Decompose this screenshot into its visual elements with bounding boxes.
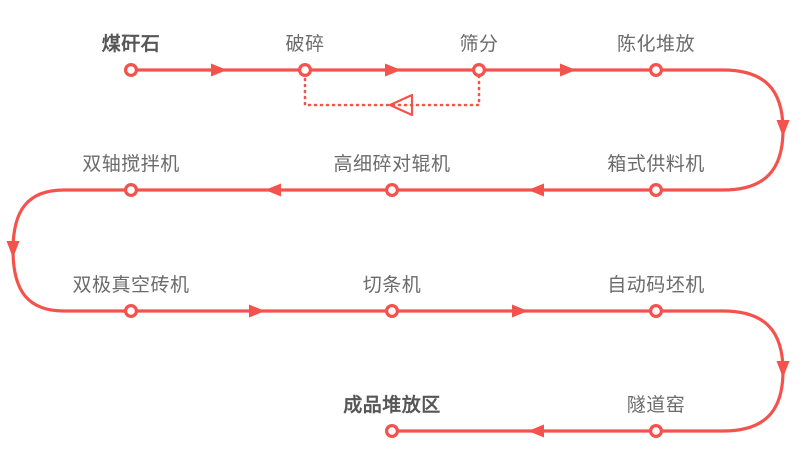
node-circle-n5[interactable] [648, 183, 663, 198]
node-circle-n11[interactable] [648, 424, 663, 439]
node-label-n1: 煤矸石 [101, 33, 161, 55]
feedback-loop-path [303, 74, 481, 107]
node-circle-n9[interactable] [385, 304, 400, 319]
node-circle-n10[interactable] [648, 304, 663, 319]
node-circle-n3[interactable] [472, 62, 487, 77]
node-label-n6: 高细碎对辊机 [333, 153, 451, 175]
node-circle-n7[interactable] [123, 183, 138, 198]
arrowhead-down-uturn-right-top [776, 120, 790, 137]
node-label-n7: 双轴搅拌机 [82, 153, 180, 175]
node-label-n11: 隧道窑 [626, 394, 686, 416]
feedback-loop-arrowhead [388, 93, 414, 117]
arrowhead-right-row3-b [512, 304, 528, 318]
arrowhead-right-row1-c [560, 63, 576, 77]
node-label-n4: 陈化堆放 [616, 33, 696, 55]
arrowhead-down-uturn-left [6, 241, 20, 258]
arrowhead-left-row2-b [265, 183, 281, 197]
arrowhead-down-uturn-right-bottom [776, 361, 790, 378]
node-label-n8: 双极真空砖机 [72, 274, 190, 296]
node-circle-n8[interactable] [123, 304, 138, 319]
node-label-n3: 筛分 [459, 33, 499, 55]
node-label-n5: 箱式供料机 [607, 153, 705, 175]
node-label-n9: 切条机 [362, 274, 422, 296]
node-label-n2: 破碎 [285, 33, 325, 55]
node-circle-n1[interactable] [123, 62, 138, 77]
arrowhead-left-row2-a [528, 183, 544, 197]
node-circle-n12[interactable] [385, 424, 400, 439]
node-circle-n2[interactable] [298, 62, 313, 77]
node-circle-n6[interactable] [385, 183, 400, 198]
node-label-n10: 自动码坯机 [607, 274, 705, 296]
node-label-n12: 成品堆放区 [343, 394, 441, 416]
arrowhead-left-row4 [528, 424, 544, 438]
node-circle-n4[interactable] [648, 62, 663, 77]
arrowhead-right-row1-a [211, 63, 227, 77]
arrowhead-right-row1-b [385, 63, 401, 77]
arrowhead-right-row3-a [249, 304, 265, 318]
